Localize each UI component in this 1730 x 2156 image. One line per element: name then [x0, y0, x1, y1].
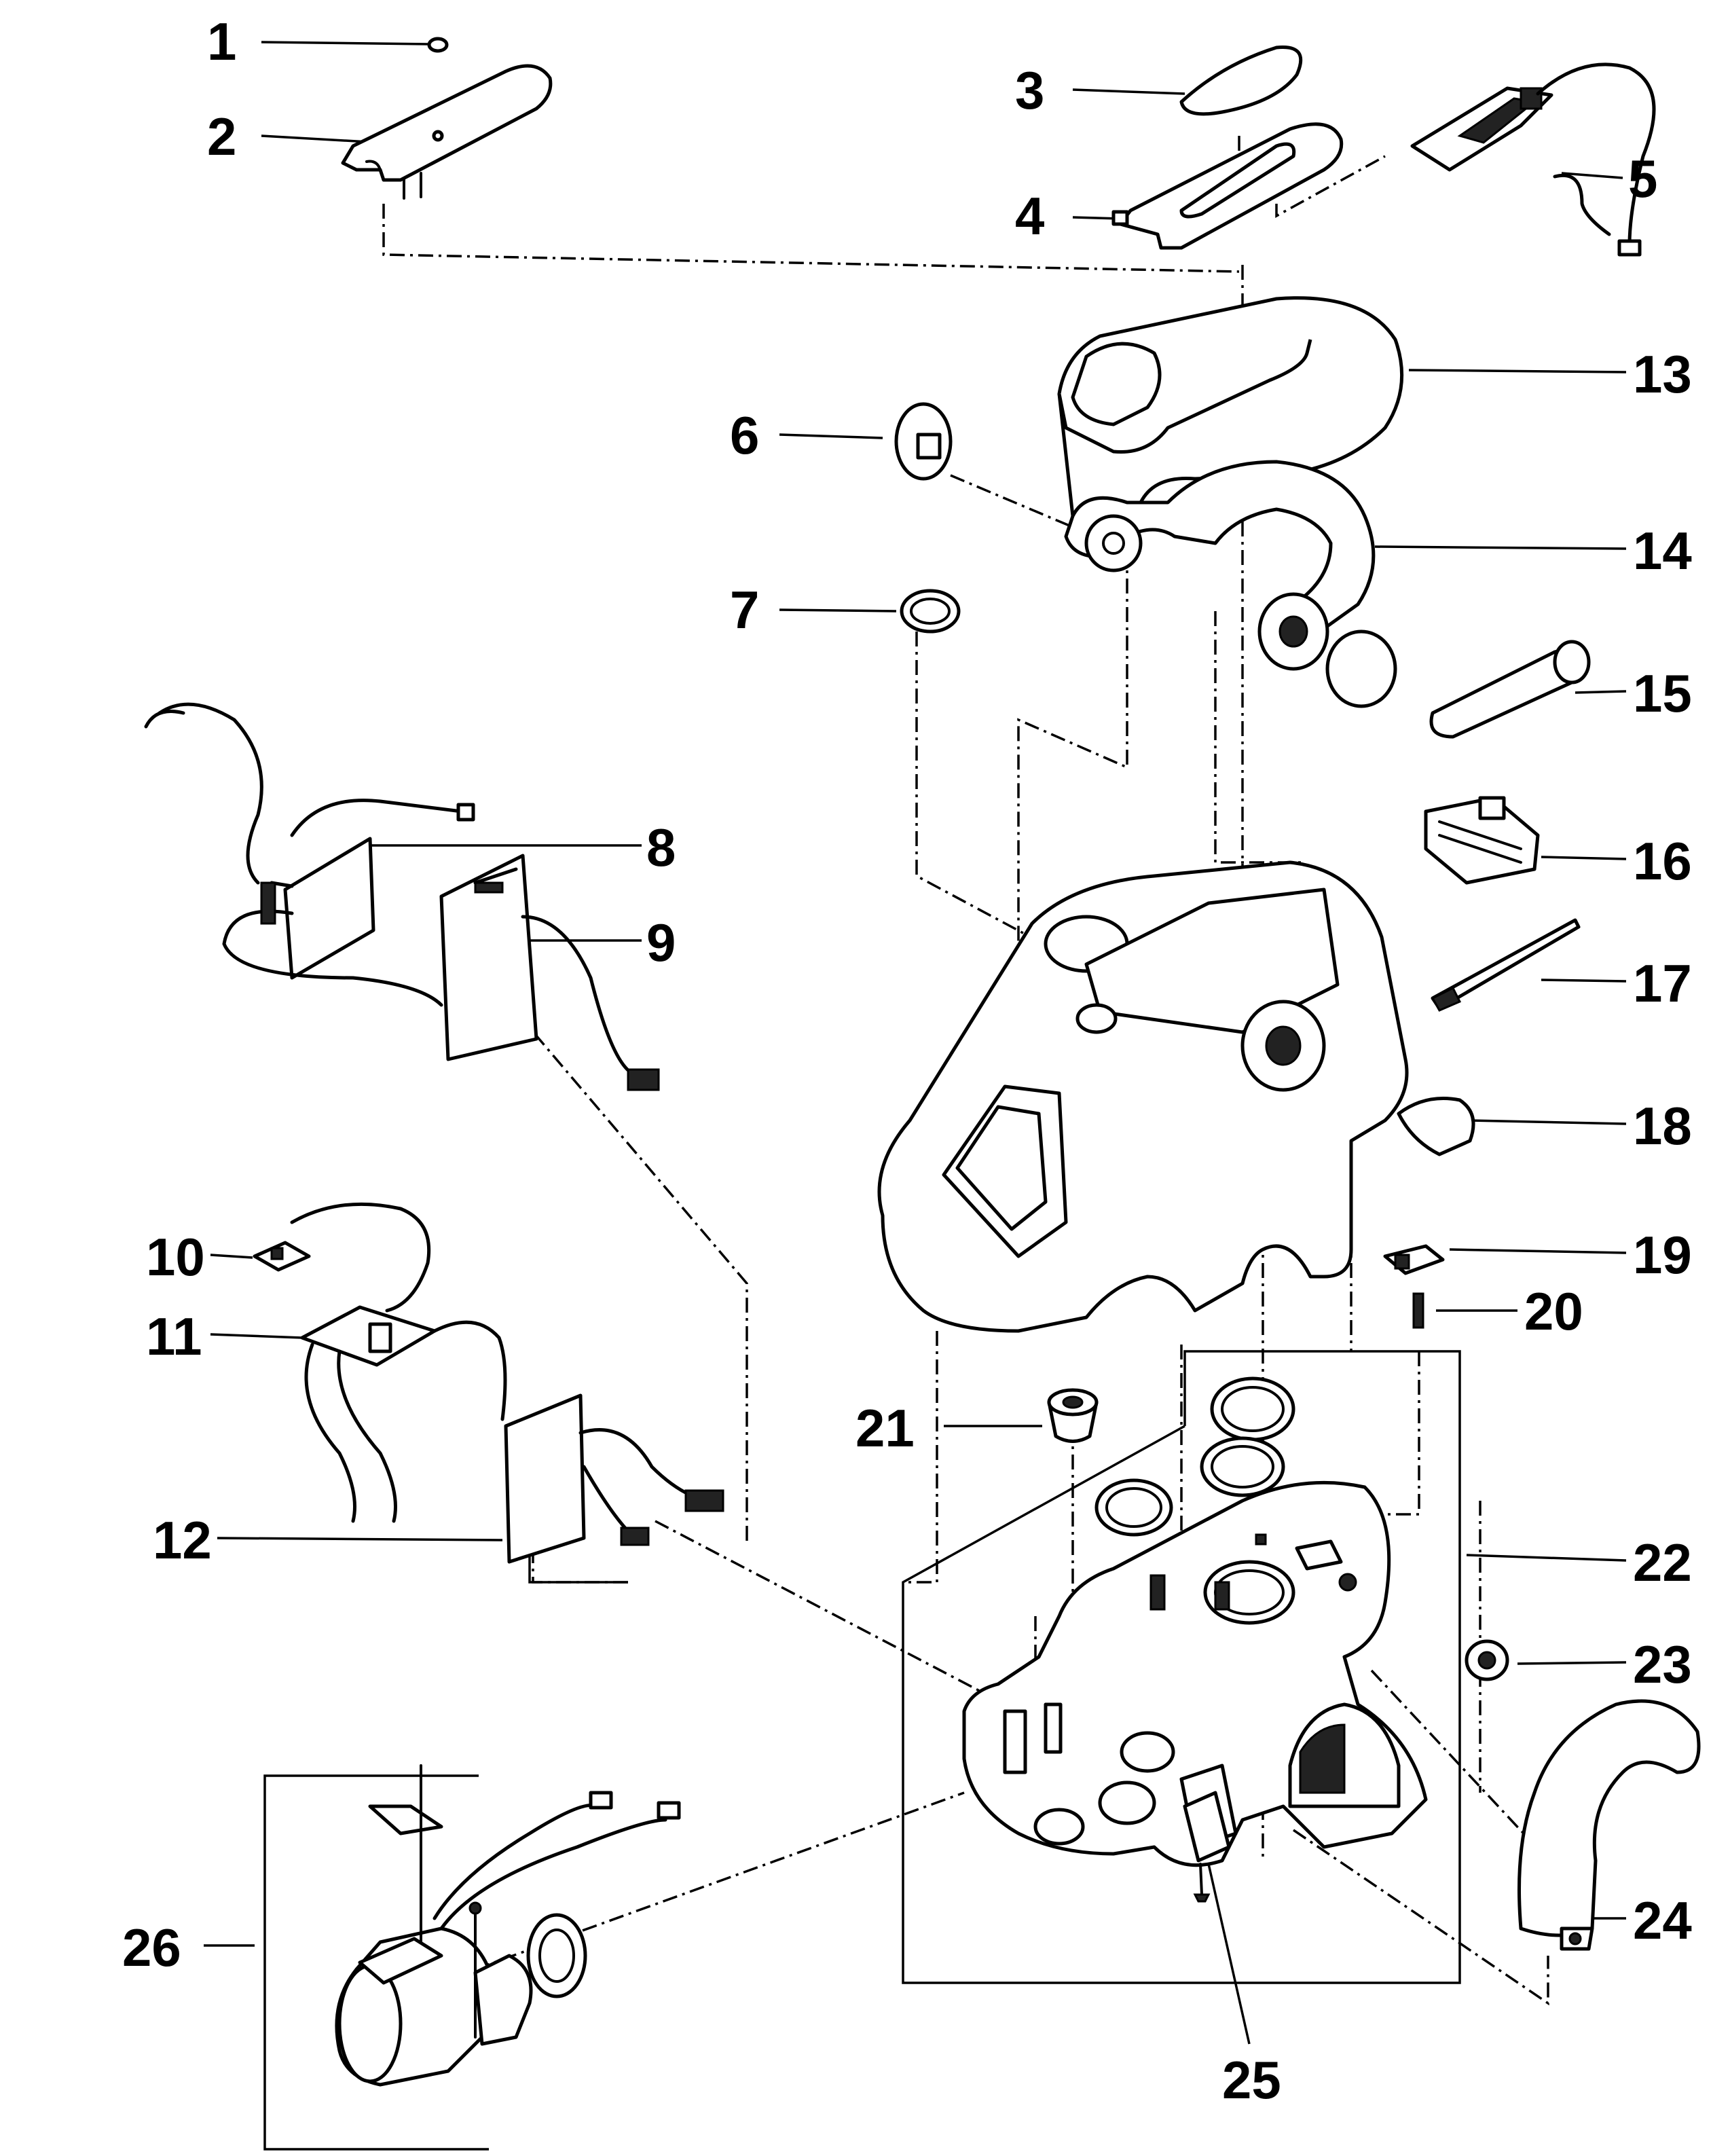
callout-1: 1 [207, 12, 236, 71]
part-7-ring [900, 589, 961, 634]
part-18-hood [877, 860, 1475, 1333]
callout-14: 14 [1633, 521, 1692, 581]
callout-23: 23 [1633, 1634, 1692, 1694]
part-26-motor-assembly [335, 1764, 681, 2087]
part-19-clip [1383, 1244, 1445, 1275]
part-16-brush [1424, 796, 1540, 885]
part-11-control-board [290, 1202, 507, 1523]
leader-lines [204, 41, 1627, 2045]
part-10-pcb [253, 1241, 311, 1272]
part-2-cover-strip [341, 64, 553, 200]
callout-21: 21 [855, 1398, 915, 1458]
callout-16: 16 [1633, 831, 1692, 891]
callout-7: 7 [730, 580, 759, 640]
part-13-handle-shell [1057, 296, 1404, 525]
callout-15: 15 [1633, 663, 1692, 723]
part-1-pin [427, 37, 449, 53]
callout-26: 26 [122, 1918, 181, 1977]
part-15-crevice-tool [1429, 640, 1591, 739]
part-24-hose [1517, 1699, 1701, 1951]
callout-labels: 1 2 3 4 5 6 7 8 9 10 11 12 13 14 15 16 1… [122, 12, 1692, 2110]
callout-22: 22 [1633, 1533, 1692, 1592]
callout-19: 19 [1633, 1225, 1692, 1285]
callout-11: 11 [146, 1307, 202, 1366]
callout-24: 24 [1633, 1890, 1692, 1950]
callout-4: 4 [1015, 186, 1044, 246]
part-9-board [439, 854, 660, 1091]
part-12-power-board [504, 1393, 724, 1564]
callout-3: 3 [1015, 60, 1044, 120]
callout-10: 10 [146, 1227, 205, 1287]
part-14-yoke [1064, 460, 1397, 708]
part-17-wand [1431, 918, 1581, 1012]
part-8-harness [144, 702, 475, 1007]
callout-6: 6 [730, 405, 759, 465]
part-6-hub [894, 402, 953, 481]
callout-13: 13 [1633, 344, 1692, 404]
part-25-latch [1183, 1791, 1231, 1903]
callout-18: 18 [1633, 1096, 1692, 1156]
part-5-switch-assembly [1410, 62, 1656, 257]
part-20-spring [1412, 1292, 1424, 1329]
callout-12: 12 [153, 1510, 212, 1570]
callout-25: 25 [1222, 2050, 1281, 2110]
callout-8: 8 [646, 818, 676, 877]
part-21-grommet [1047, 1388, 1099, 1443]
callout-17: 17 [1633, 953, 1692, 1013]
callout-2: 2 [207, 107, 236, 166]
callout-20: 20 [1524, 1281, 1583, 1341]
callout-9: 9 [646, 913, 676, 972]
part-22-base-housing [962, 1376, 1428, 1867]
part-4-handle-frame [1111, 122, 1344, 250]
part-3-pad [1179, 45, 1303, 116]
part-23-nut [1465, 1639, 1509, 1681]
